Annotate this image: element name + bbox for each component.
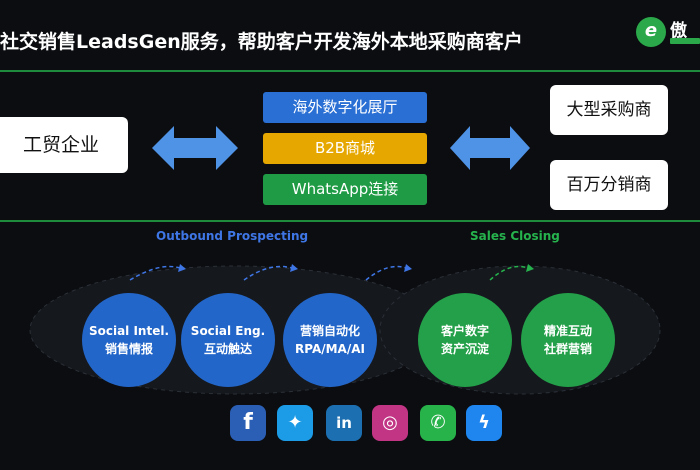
double-arrow-left-icon bbox=[152, 126, 238, 170]
large-buyer-box: 大型采购商 bbox=[550, 85, 668, 135]
divider-middle bbox=[0, 220, 700, 222]
outbound-label: Outbound Prospecting bbox=[156, 229, 309, 243]
circle-line: 销售情报 bbox=[104, 342, 153, 356]
whatsapp-icon[interactable]: ✆ bbox=[420, 405, 456, 441]
circle-line: Social Eng. bbox=[190, 324, 266, 338]
logo-underline bbox=[670, 38, 700, 44]
circle-line: Social Intel. bbox=[88, 324, 170, 338]
circle-social-intel: Social Intel. 销售情报 bbox=[82, 293, 176, 387]
circle-line: 营销自动化 bbox=[299, 324, 360, 338]
circle-line: 资产沉淀 bbox=[440, 342, 489, 356]
channel-whatsapp: WhatsApp连接 bbox=[263, 174, 427, 205]
double-arrow-right-icon bbox=[450, 126, 530, 170]
distributor-box: 百万分销商 bbox=[550, 160, 668, 210]
brand-logo: e 傲 bbox=[636, 12, 700, 52]
page-title: 社交销售LeadsGen服务，帮助客户开发海外本地采购商客户 bbox=[0, 31, 523, 53]
circle-line: RPA/MA/AI bbox=[295, 342, 365, 356]
circle-community-marketing: 精准互动 社群营销 bbox=[521, 293, 615, 387]
channel-digital-showroom: 海外数字化展厅 bbox=[263, 92, 427, 123]
divider-top bbox=[0, 70, 700, 72]
messenger-icon[interactable]: ϟ bbox=[466, 405, 502, 441]
facebook-icon[interactable]: f bbox=[230, 405, 266, 441]
linkedin-icon[interactable]: in bbox=[326, 405, 362, 441]
circle-line: 精准互动 bbox=[543, 324, 592, 338]
channel-b2b-mall: B2B商城 bbox=[263, 133, 427, 164]
factory-box: 工贸企业 bbox=[0, 117, 128, 173]
instagram-icon[interactable]: ◎ bbox=[372, 405, 408, 441]
sales-closing-label: Sales Closing bbox=[470, 229, 560, 243]
circle-marketing-automation: 营销自动化 RPA/MA/AI bbox=[283, 293, 377, 387]
circle-line: 客户数字 bbox=[440, 324, 489, 338]
logo-text: 傲 bbox=[670, 21, 687, 41]
logo-mark-icon: e bbox=[636, 17, 666, 47]
twitter-icon[interactable]: ✦ bbox=[277, 405, 313, 441]
circle-customer-assets: 客户数字 资产沉淀 bbox=[418, 293, 512, 387]
circle-line: 互动触达 bbox=[203, 342, 252, 356]
circle-line: 社群营销 bbox=[543, 342, 592, 356]
circle-social-eng: Social Eng. 互动触达 bbox=[181, 293, 275, 387]
